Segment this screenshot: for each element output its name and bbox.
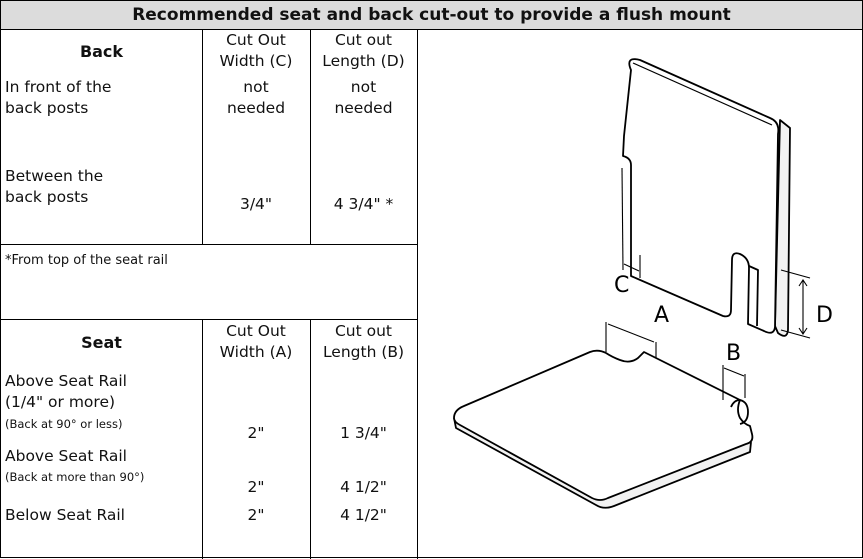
seat-row1-width: 2" (247, 424, 265, 442)
back-panel-drawing (622, 58, 791, 337)
seat-row2-label-1: Above Seat Rail (5, 447, 127, 465)
seat-row1-label-1: Above Seat Rail (5, 372, 127, 390)
seat-header-length-1: Cut out (334, 322, 393, 340)
seat-col-divider-1 (202, 319, 203, 559)
back-col-divider-2 (310, 29, 311, 245)
back-header-label: Back (79, 42, 124, 61)
seat-row2-width: 2" (247, 478, 265, 496)
back-row1-label-1: In front of the (5, 78, 112, 96)
seat-row3-length: 4 1/2" (340, 506, 387, 524)
seat-header-width-1: Cut Out (226, 322, 286, 340)
back-row2-label-2: back posts (5, 188, 89, 206)
seat-panel-drawing (453, 349, 754, 509)
back-header-width-2: Width (C) (219, 52, 293, 70)
back-col-divider-1 (202, 29, 203, 245)
back-row1-length-2: needed (334, 99, 393, 117)
back-row1-width-2: needed (226, 99, 286, 117)
seat-col-divider-2 (310, 319, 311, 559)
back-header-length-1: Cut out (334, 31, 393, 49)
footnote: *From top of the seat rail (5, 253, 168, 268)
seat-row2-note: (Back at more than 90°) (5, 470, 145, 484)
label-b: B (726, 341, 741, 366)
seat-header-length-2: Length (B) (322, 343, 405, 361)
label-c: C (614, 273, 629, 298)
back-row1-label-2: back posts (5, 99, 89, 117)
seat-header-width-2: Width (A) (219, 343, 293, 361)
label-d: D (816, 303, 833, 328)
seat-row1-note: (Back at 90° or less) (5, 417, 123, 431)
back-row1-length-1: not (350, 78, 377, 96)
table-right-border (417, 29, 418, 559)
dimension-labels: C D A B (614, 273, 833, 366)
seat-row2-length: 4 1/2" (340, 478, 387, 496)
seat-row3-width: 2" (247, 506, 265, 524)
back-header-length-2: Length (D) (322, 52, 405, 70)
label-a: A (654, 303, 669, 328)
back-row1-width-1: not (243, 78, 269, 96)
seat-row3-label: Below Seat Rail (5, 506, 125, 524)
cutout-diagram: C D A B (453, 58, 833, 509)
back-rule-2 (1, 319, 418, 320)
back-row2-length: 4 3/4" * (333, 195, 394, 213)
back-rule-1 (1, 244, 418, 245)
back-row2-label-1: Between the (5, 167, 104, 185)
page-title: Recommended seat and back cut-out to pro… (1, 1, 862, 30)
seat-header-label: Seat (81, 333, 122, 352)
seat-row1-label-2: (1/4" or more) (5, 393, 116, 411)
back-row2-width: 3/4" (239, 195, 273, 213)
seat-row1-length: 1 3/4" (340, 424, 387, 442)
dimension-lines (605, 167, 811, 400)
back-header-width-1: Cut Out (226, 31, 286, 49)
